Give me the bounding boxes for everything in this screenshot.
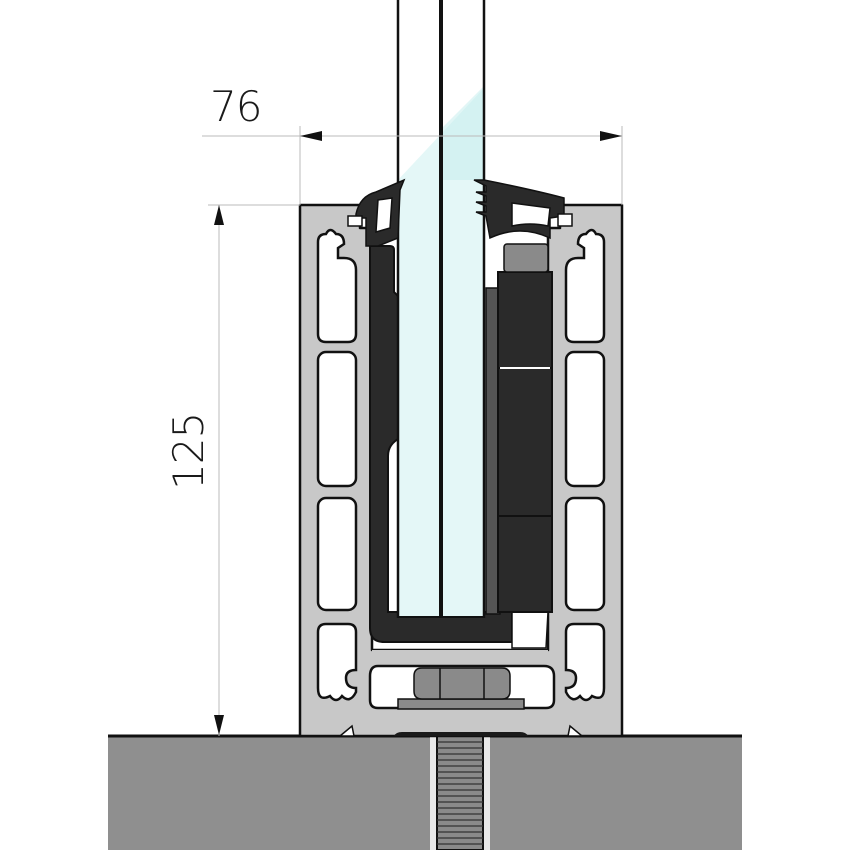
setting-blocks [485,243,553,615]
dimension-height-label: 125 [164,412,213,490]
concrete-substrate [108,734,742,850]
gasket-u-channel [369,245,549,649]
threaded-anchor-rod [430,729,490,850]
rubber-gasket-right [473,179,573,240]
dimension-width-label: 76 [210,82,262,131]
aluminium-profile [298,203,624,738]
dimension-width [202,126,623,205]
rubber-gasket-left [347,178,406,247]
hex-nut-and-washer [397,667,525,710]
laminated-glass-panel [396,0,486,618]
dimension-height [208,204,300,736]
